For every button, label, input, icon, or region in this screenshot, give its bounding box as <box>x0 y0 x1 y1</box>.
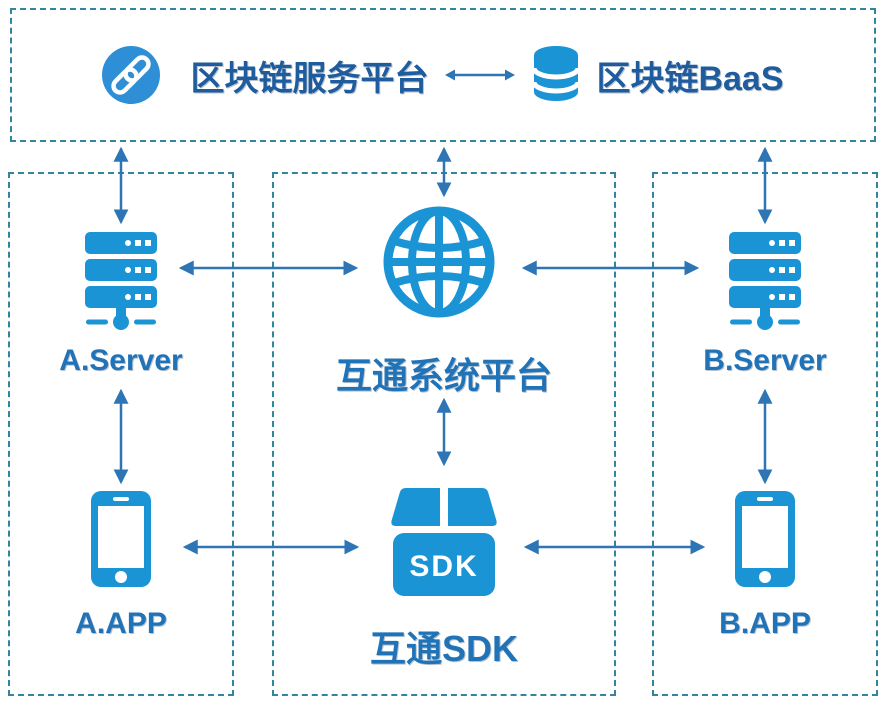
server-a-label: A.Server <box>59 344 183 377</box>
blockchain-baas-label: 区块链BaaS <box>596 59 784 98</box>
app-a-label: A.APP <box>75 607 167 640</box>
blockchain-platform-label: 区块链服务平台 <box>190 59 429 98</box>
bidirectional-arrow-icon <box>445 69 516 81</box>
smartphone-icon-a <box>89 489 153 594</box>
smartphone-icon-b <box>733 489 797 594</box>
interop-sdk-label: 互通SDK <box>369 628 518 669</box>
sdk-box-icon: SDK <box>388 486 500 601</box>
server-b-label: B.Server <box>703 344 827 377</box>
chain-link-glyph <box>111 55 152 95</box>
app-b-label: B.APP <box>719 607 811 640</box>
server-rack-icon-b <box>729 232 801 337</box>
top-box-content: 区块链服务平台 区块链BaaS <box>102 44 784 107</box>
blockchain-service-box: 区块链服务平台 区块链BaaS <box>10 8 876 142</box>
database-icon <box>530 44 582 107</box>
globe-icon <box>380 203 498 326</box>
chain-link-icon <box>102 46 161 104</box>
interop-platform-label: 互通系统平台 <box>335 355 552 396</box>
sdk-icon-text: SDK <box>409 550 478 583</box>
server-rack-icon-a <box>85 232 157 337</box>
